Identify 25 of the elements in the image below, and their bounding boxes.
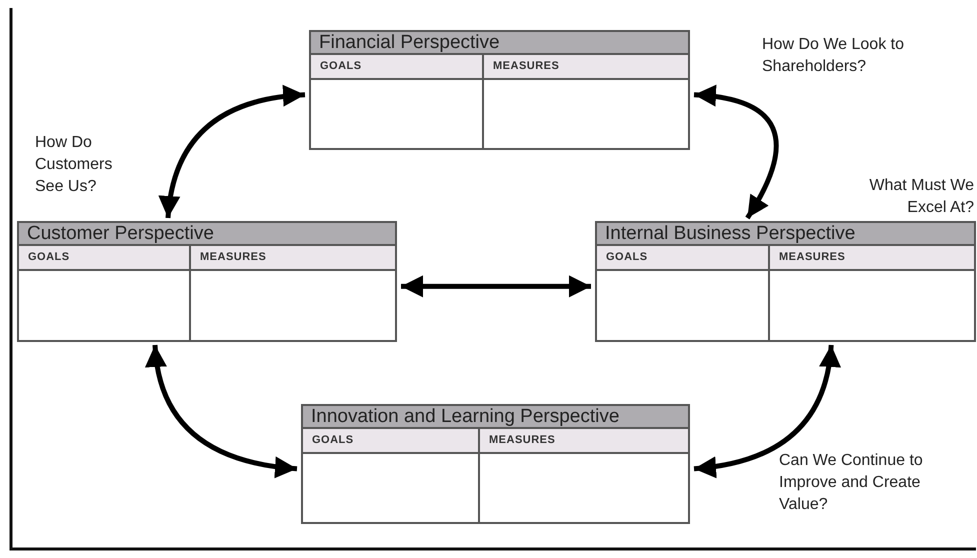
perspective-table bbox=[17, 221, 397, 342]
perspective-table bbox=[301, 404, 690, 524]
question-text: How Do We Look to Shareholders? bbox=[762, 35, 905, 77]
column-header: GOALS bbox=[597, 246, 768, 271]
perspective-table bbox=[595, 221, 976, 342]
question-text: What Must We Excel At? bbox=[868, 176, 974, 218]
column-header: GOALS bbox=[19, 246, 189, 271]
column-header: MEASURES bbox=[484, 55, 688, 80]
column-header: MEASURES bbox=[480, 429, 688, 454]
column-header: MEASURES bbox=[191, 246, 395, 271]
table-title: Internal Business Perspective bbox=[597, 223, 974, 246]
double-arrow bbox=[146, 344, 298, 478]
column-header: GOALS bbox=[303, 429, 478, 454]
column-header: GOALS bbox=[311, 55, 482, 80]
double-arrow bbox=[694, 344, 840, 478]
double-arrow bbox=[694, 86, 778, 220]
perspective-table bbox=[309, 30, 690, 150]
table-title: Customer Perspective bbox=[19, 223, 395, 246]
table-title: Innovation and Learning Perspective bbox=[303, 406, 688, 429]
column-header: MEASURES bbox=[770, 246, 974, 271]
question-text: How Do Customers See Us? bbox=[35, 133, 114, 197]
double-arrow bbox=[401, 275, 591, 298]
double-arrow bbox=[159, 86, 306, 218]
table-title: Financial Perspective bbox=[311, 32, 688, 55]
question-text: Can We Continue to Improve and Create Value? bbox=[779, 451, 924, 515]
